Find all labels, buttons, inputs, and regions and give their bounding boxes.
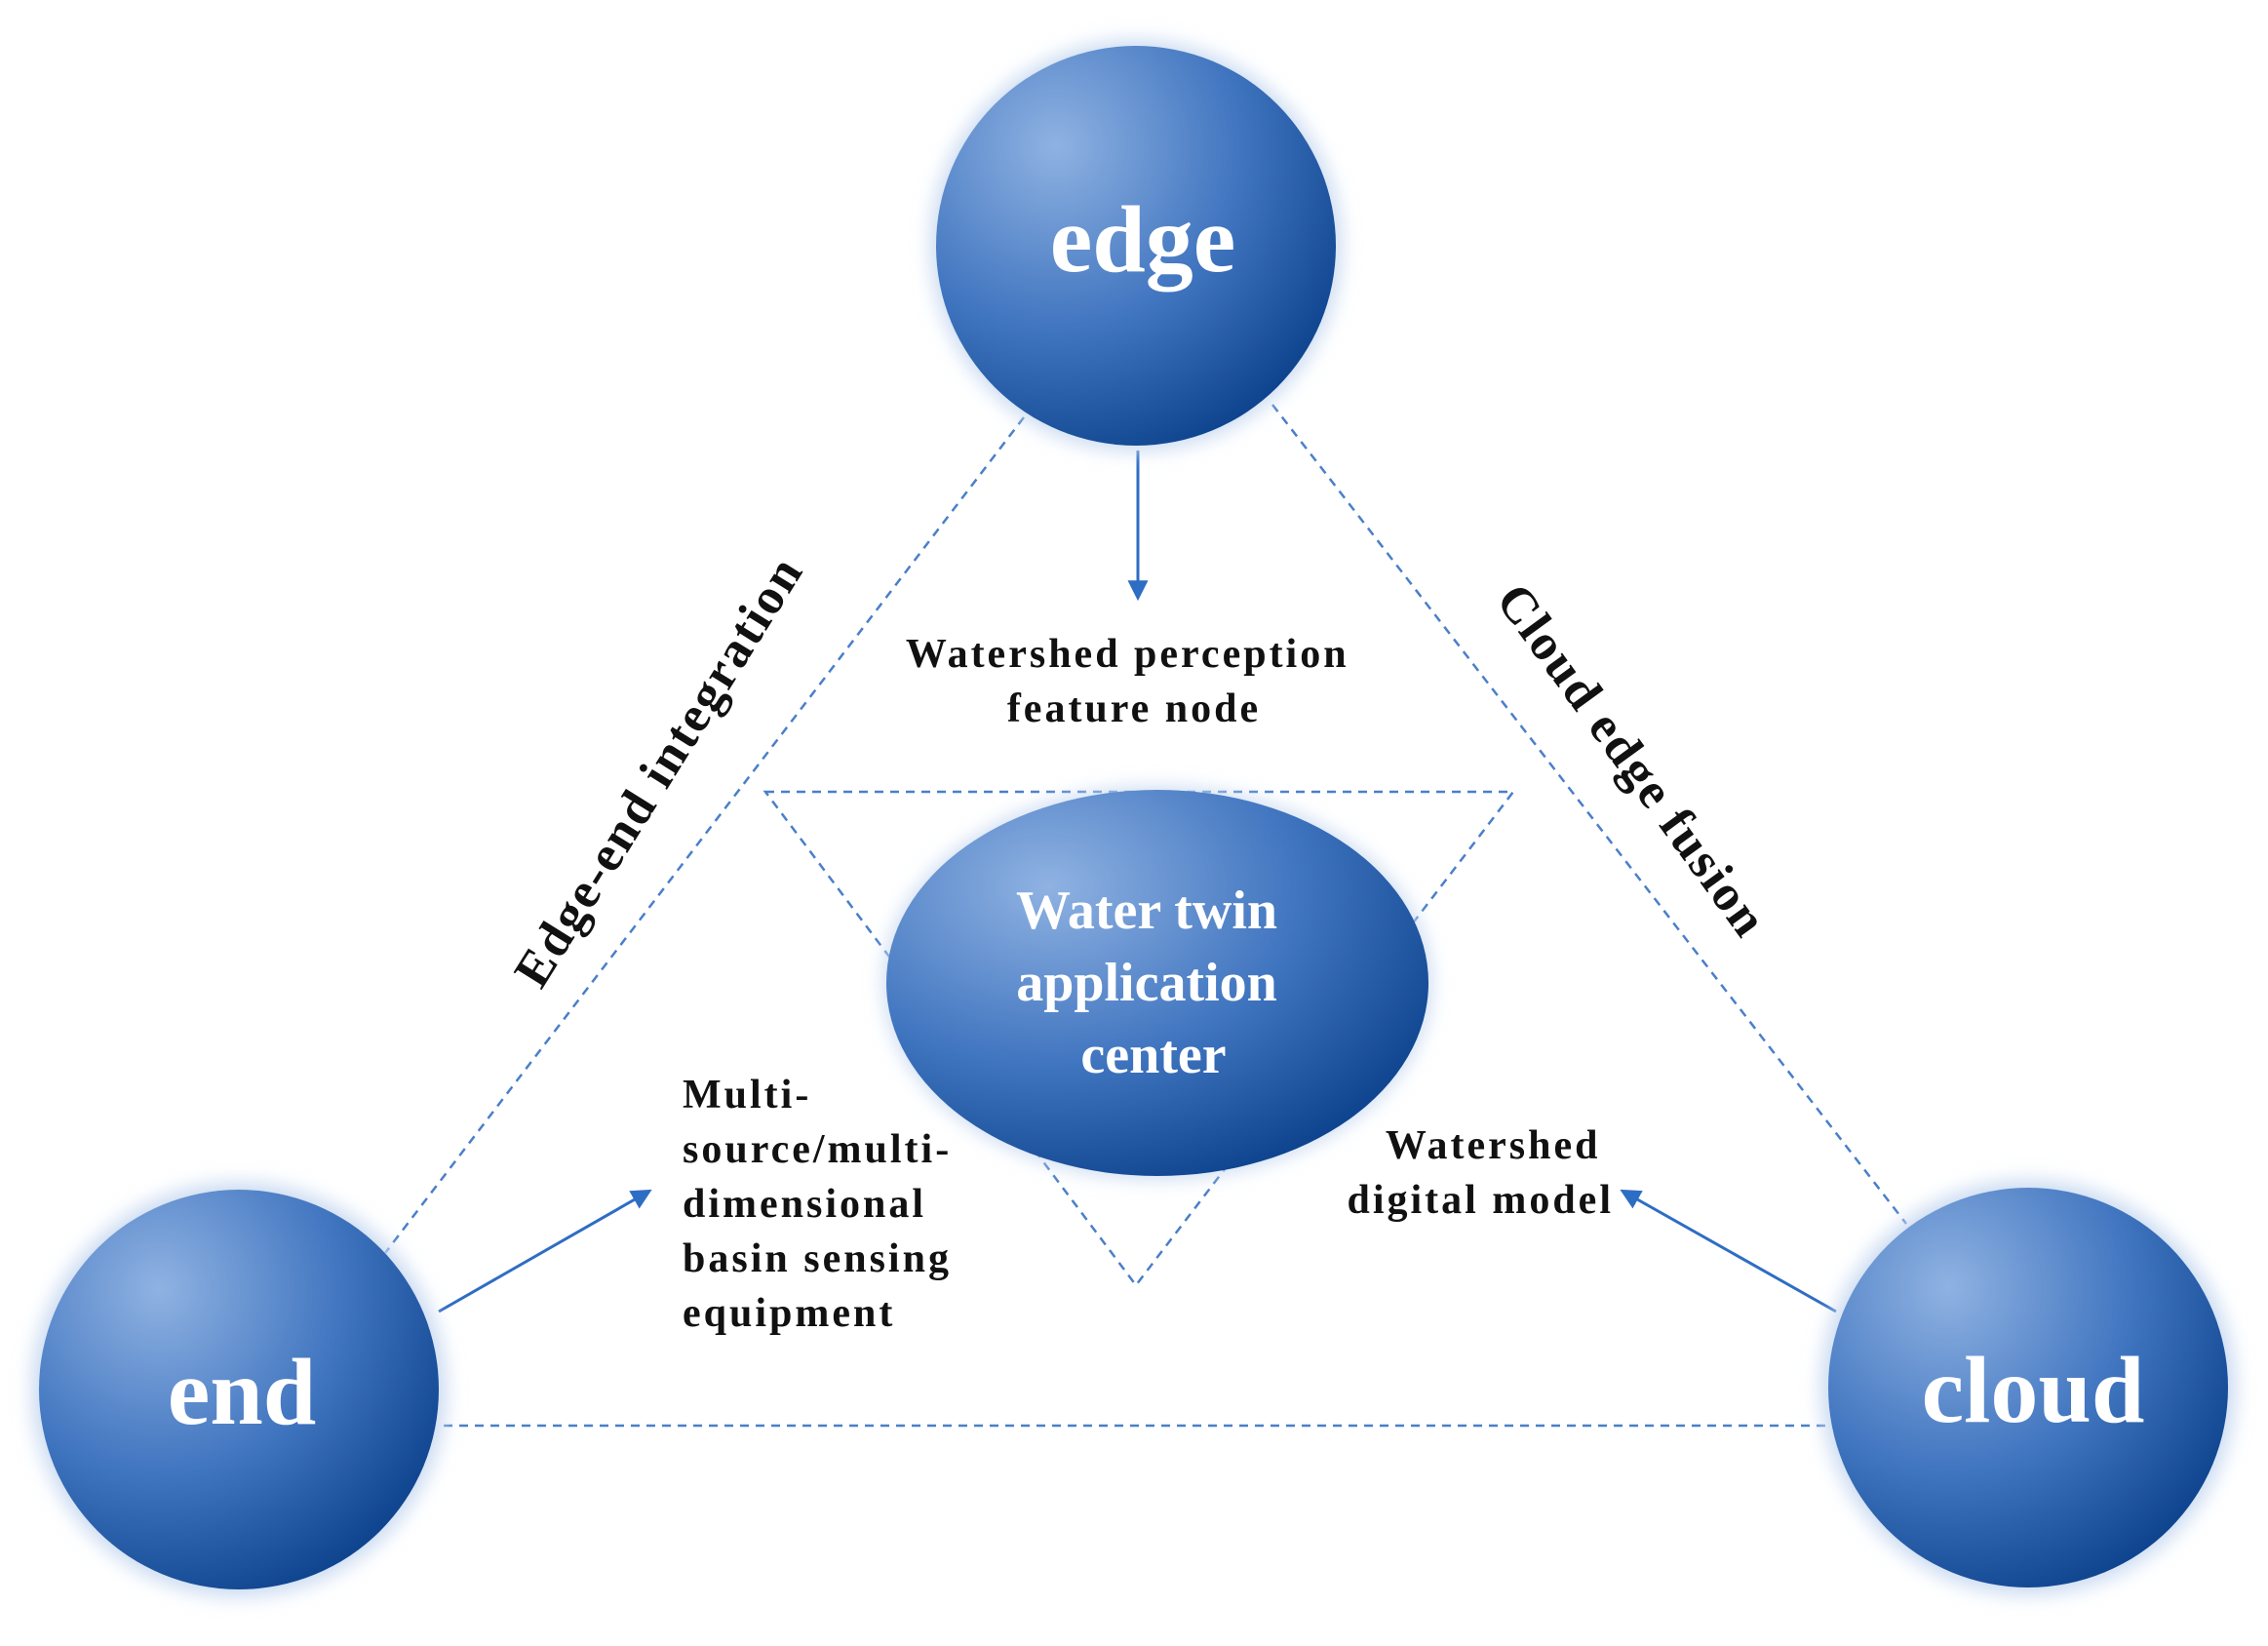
- cloud-node-shape: [1828, 1188, 2228, 1587]
- end-up-arrow: [438, 1189, 652, 1313]
- digital-model-note: Watershed digital model: [1347, 1123, 1614, 1223]
- edge-node-shape: [936, 46, 1336, 446]
- center-node: Water twin application center: [884, 788, 1430, 1178]
- sensing-equipment-note: Multi- source/multi- dimensional basin s…: [683, 1073, 965, 1336]
- note-line: Multi-: [683, 1073, 811, 1117]
- cloud-node: cloud: [1821, 1181, 2235, 1594]
- center-node-label-line: center: [1080, 1025, 1226, 1085]
- end-node-shape: [39, 1190, 439, 1589]
- center-node-label-line: Water twin: [1016, 881, 1277, 941]
- edge-to-end-link: [384, 416, 1025, 1254]
- note-line: Watershed: [1386, 1123, 1601, 1168]
- edge-node: edge: [931, 41, 1341, 451]
- note-line: Watershed perception: [906, 632, 1349, 677]
- cloud-up-arrow: [1620, 1189, 1837, 1313]
- center-node-label-line: application: [1016, 953, 1277, 1013]
- note-line: basin sensing: [683, 1236, 952, 1281]
- note-line: dimensional: [683, 1182, 926, 1227]
- end-node: end: [32, 1183, 446, 1596]
- cloud-node-label: cloud: [1922, 1338, 2145, 1443]
- end-node-label: end: [168, 1340, 317, 1445]
- center-node-shape: [886, 790, 1428, 1176]
- edge-end-integration-label: Edge-end integration: [504, 546, 814, 997]
- note-line: feature node: [1007, 686, 1261, 731]
- edge-node-label: edge: [1050, 187, 1236, 293]
- edge-to-cloud-link: [1271, 404, 1907, 1225]
- perception-node-note: Watershed perception feature node: [906, 632, 1362, 731]
- note-line: digital model: [1347, 1178, 1614, 1223]
- cloud-edge-fusion-label: Cloud edge fusion: [1485, 573, 1778, 948]
- note-line: equipment: [683, 1291, 895, 1336]
- center-node-label: Water twin application center: [1016, 881, 1291, 1085]
- note-line: source/multi-: [683, 1127, 952, 1172]
